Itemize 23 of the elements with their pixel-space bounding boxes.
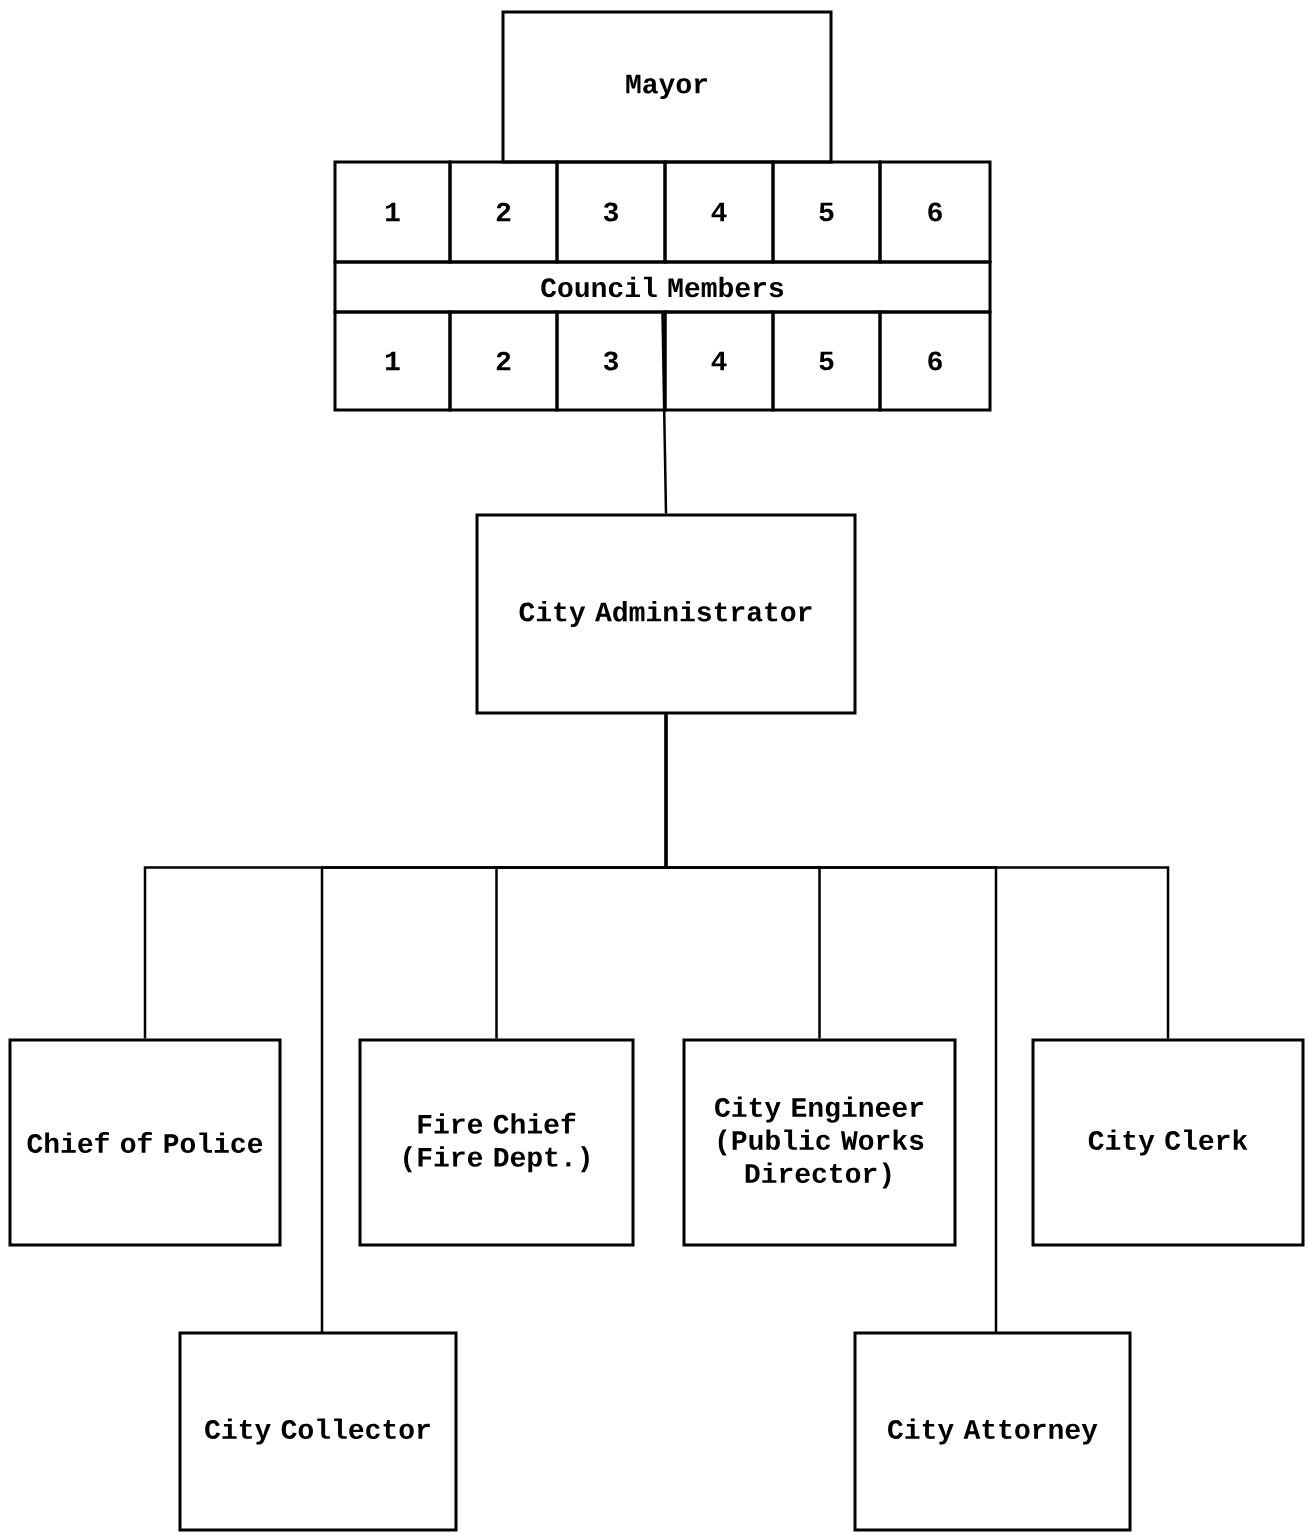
council-seat-cell: 2 xyxy=(448,310,559,412)
connector-line xyxy=(661,313,668,514)
office-box: City Clerk xyxy=(1031,1038,1305,1247)
mayor-box: Mayor xyxy=(501,10,833,164)
connector-line xyxy=(664,714,998,1333)
council-seat-cell: 1 xyxy=(333,160,452,264)
council-seat-cell: 6 xyxy=(878,160,992,264)
office-box: Fire Chief (Fire Dept.) xyxy=(358,1038,635,1247)
council-seat-cell: 2 xyxy=(448,160,559,264)
council-seat-cell: 3 xyxy=(555,160,667,264)
office-box: City Attorney xyxy=(853,1331,1132,1532)
council-seat-cell: 3 xyxy=(555,310,667,412)
council-seat-cell: 5 xyxy=(771,160,882,264)
office-box: City Engineer (Public Works Director) xyxy=(682,1038,957,1247)
council-seat-cell: 5 xyxy=(771,310,882,412)
office-box: City Collector xyxy=(178,1331,458,1532)
council-seat-cell: 6 xyxy=(878,310,992,412)
office-box: Chief of Police xyxy=(8,1038,282,1247)
council-seat-cell: 4 xyxy=(663,160,775,264)
council-band: Council Members xyxy=(333,260,992,314)
council-seat-cell: 4 xyxy=(663,310,775,412)
council-seat-cell: 1 xyxy=(333,310,452,412)
office-box: City Administrator xyxy=(475,513,857,715)
